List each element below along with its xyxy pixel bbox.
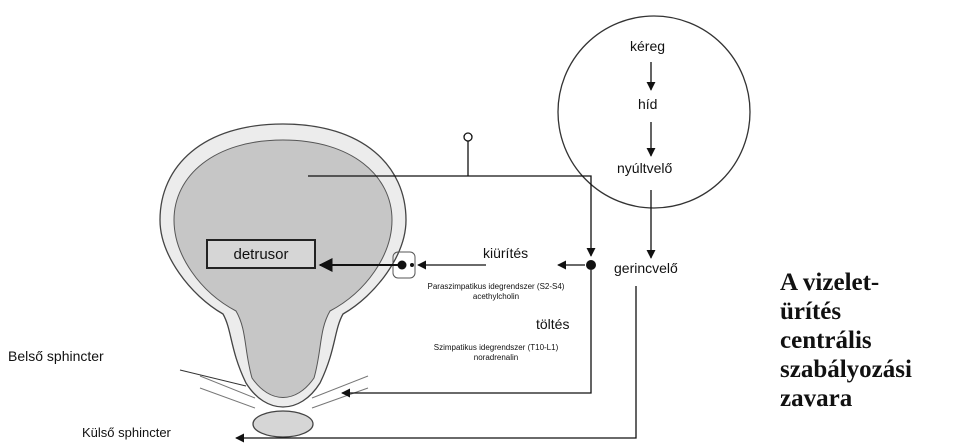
slide-title: A vizelet- ürítés centrális szabályozási…: [780, 268, 912, 413]
voiding-label: kiürítés: [483, 245, 528, 261]
sympathetic-label: Szimpatikus idegrendszer (T10-L1) noradr…: [408, 343, 584, 363]
external-sphincter-ring: [253, 411, 313, 437]
ganglion-dot: [398, 261, 407, 270]
parasympathetic-line2: acethylcholin: [408, 292, 584, 302]
title-line-5: zavara: [780, 384, 912, 413]
parasympathetic-line1: Paraszimpatikus idegrendszer (S2-S4): [408, 282, 584, 292]
sympathetic-line2: noradrenalin: [408, 353, 584, 363]
medulla-label: nyúltvelő: [617, 160, 672, 176]
title-line-1: A vizelet-: [780, 268, 912, 297]
spinal-cord-label: gerincvelő: [614, 260, 678, 276]
external-sphincter-label: Külső sphincter: [82, 425, 171, 440]
internal-sphincter-pointer: [180, 370, 246, 386]
probe-ring: [464, 133, 472, 141]
title-line-3: centrális: [780, 326, 912, 355]
spinal-junction-dot: [586, 260, 596, 270]
detrusor-label: detrusor: [233, 246, 288, 263]
ganglion-dot-small: [410, 263, 414, 267]
bladder: [160, 124, 406, 437]
internal-sphincter-label: Belső sphincter: [8, 348, 104, 364]
pelvic-floor-left-2: [200, 388, 255, 408]
pons-label: híd: [638, 96, 657, 112]
detrusor-box: detrusor: [206, 239, 316, 269]
title-line-2: ürítés: [780, 297, 912, 326]
pelvic-floor-right-2: [312, 388, 368, 408]
title-line-4: szabályozási: [780, 355, 912, 384]
parasympathetic-label: Paraszimpatikus idegrendszer (S2-S4) ace…: [408, 282, 584, 302]
sympathetic-line1: Szimpatikus idegrendszer (T10-L1): [408, 343, 584, 353]
cortex-label: kéreg: [630, 38, 665, 54]
filling-label: töltés: [536, 316, 569, 332]
